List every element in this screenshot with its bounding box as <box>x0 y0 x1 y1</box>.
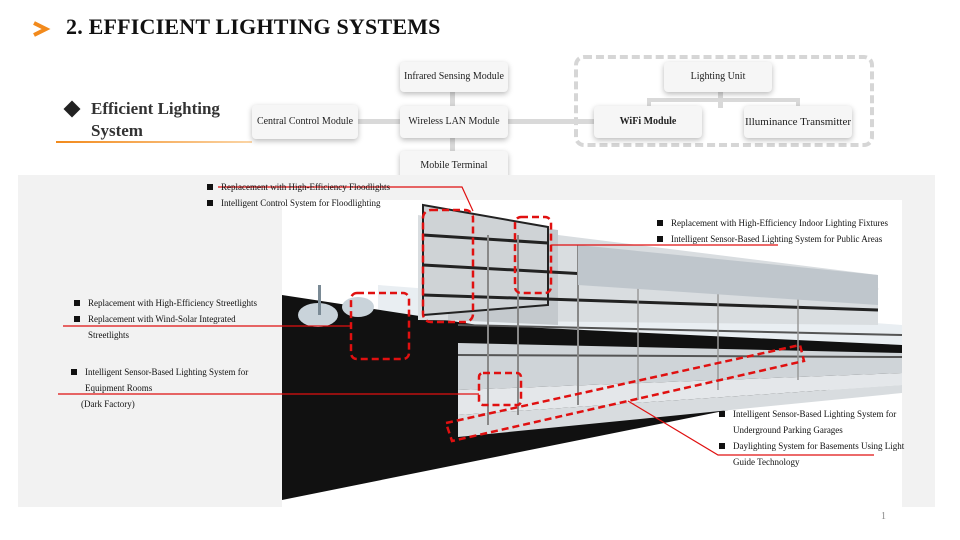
streetlight-annotation: Replacement with High-Efficiency Streetl… <box>74 295 264 343</box>
annotation-row: Intelligent Sensor-Based Lighting System… <box>657 231 888 247</box>
dark-factory-note: (Dark Factory) <box>81 399 135 409</box>
wifi-module-label: WiFi Module <box>619 116 677 127</box>
annotation-row: Replacement with High-Efficiency Streetl… <box>74 295 264 311</box>
bullet-icon <box>657 236 663 242</box>
page-number: 1 <box>881 511 886 522</box>
bullet-icon <box>657 220 663 226</box>
equipment-room-highlight <box>477 371 523 407</box>
bullet-icon <box>74 316 80 322</box>
lighting-unit-box: Lighting Unit <box>664 62 772 92</box>
illuminance-transmitter-box: Illuminance Transmitter <box>744 106 852 138</box>
annotation-row: Intelligent Sensor-Based Lighting System… <box>71 364 271 396</box>
bullet-icon <box>71 369 77 375</box>
wireless-lan-module-label: Wireless LAN Module <box>408 116 500 127</box>
lighting-unit-label: Lighting Unit <box>690 71 746 82</box>
annotation-text: Replacement with High-Efficiency Indoor … <box>671 218 889 228</box>
floodlight-annotation: Replacement with High-Efficiency Floodli… <box>207 179 390 211</box>
connector-branch-left <box>647 98 651 110</box>
bullet-icon <box>74 300 80 306</box>
section-underline <box>56 141 252 143</box>
annotation-text: Daylighting System for Basements Using L… <box>733 441 905 467</box>
bullet-icon <box>207 200 213 206</box>
page-title: 2. EFFICIENT LIGHTING SYSTEMS <box>66 14 441 39</box>
annotation-text: Replacement with High-Efficiency Streetl… <box>88 298 258 308</box>
section-heading: Efficient Lighting System <box>91 99 220 140</box>
mobile-terminal-label: Mobile Terminal <box>420 160 488 171</box>
annotation-row: Replacement with High-Efficiency Floodli… <box>207 179 390 195</box>
annotation-text: Intelligent Sensor-Based Lighting System… <box>671 234 883 244</box>
central-control-module-box: Central Control Module <box>252 105 358 139</box>
underground-highlight <box>444 343 806 443</box>
central-control-module-label: Central Control Module <box>256 116 354 127</box>
illustration-panel <box>18 175 935 507</box>
connector-central-wlan <box>358 119 400 124</box>
annotation-row: Intelligent Sensor-Based Lighting System… <box>719 406 919 438</box>
floodlight-highlight <box>421 208 475 324</box>
underground-leader <box>627 400 874 456</box>
annotation-text: Replacement with High-Efficiency Floodli… <box>221 182 391 192</box>
bullet-icon <box>719 443 725 449</box>
wireless-lan-module-box: Wireless LAN Module <box>400 106 508 138</box>
infrared-sensing-module-box: Infrared Sensing Module <box>400 62 508 92</box>
wifi-module-box: WiFi Module <box>594 106 702 138</box>
indoor-highlight <box>513 215 553 295</box>
annotation-text: Replacement with Wind-Solar Integrated S… <box>88 314 236 340</box>
diamond-icon <box>63 100 81 118</box>
indoor-annotation: Replacement with High-Efficiency Indoor … <box>657 215 888 247</box>
equipment-annotation: Intelligent Sensor-Based Lighting System… <box>71 364 271 412</box>
annotation-text: Intelligent Control System for Floodligh… <box>221 198 381 208</box>
building-section-illustration <box>58 186 903 507</box>
connector-branch-horizontal <box>647 98 800 102</box>
illuminance-transmitter-label: Illuminance Transmitter <box>744 115 851 128</box>
infrared-sensing-module-label: Infrared Sensing Module <box>404 71 504 82</box>
wifi-group-frame <box>574 55 874 147</box>
annotation-row: Replacement with High-Efficiency Indoor … <box>657 215 888 231</box>
annotation-row: Daylighting System for Basements Using L… <box>719 438 919 470</box>
connector-wlan-wifi <box>508 119 596 124</box>
annotation-row: Replacement with Wind-Solar Integrated S… <box>74 311 264 343</box>
annotation-text: Intelligent Sensor-Based Lighting System… <box>85 367 249 393</box>
floodlight-leader <box>218 186 474 212</box>
chevron-right-icon <box>33 21 51 37</box>
annotation-row: Intelligent Control System for Floodligh… <box>207 195 390 211</box>
bullet-icon <box>719 411 725 417</box>
connector-branch-right <box>796 98 800 110</box>
annotation-text: Intelligent Sensor-Based Lighting System… <box>733 409 897 435</box>
underground-annotation: Intelligent Sensor-Based Lighting System… <box>719 406 919 470</box>
bullet-icon <box>207 184 213 190</box>
